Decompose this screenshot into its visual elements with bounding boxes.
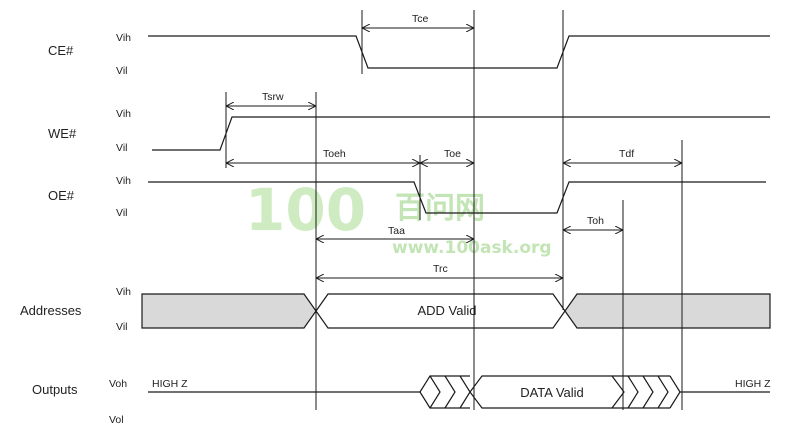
outputs-trans-right-3 (657, 375, 669, 409)
addresses-invalid-left (141, 293, 317, 329)
high-z-left-label: HIGH Z (152, 378, 188, 390)
signal-outputs-label: Outputs (32, 382, 78, 397)
high-z-right-label: HIGH Z (735, 378, 771, 390)
outputs-transition-3 (444, 375, 456, 409)
tce-label: Tce (412, 13, 429, 25)
outputs-transition-1b (419, 391, 440, 409)
out-vol-label: Vol (109, 414, 124, 426)
toe-label: Toe (444, 148, 461, 160)
watermark-chinese: 百问网 (395, 191, 485, 226)
signal-oe-label: OE# (48, 188, 75, 203)
tsrw-label: Tsrw (262, 91, 284, 103)
watermark-url: www.100ask.org (392, 238, 552, 258)
outputs-bus (148, 375, 770, 409)
outputs-trans-right-2 (642, 375, 654, 409)
toeh-label: Toeh (323, 148, 346, 160)
taa-label: Taa (388, 225, 405, 237)
oe-waveform (148, 181, 766, 214)
oe-vih-label: Vih (116, 175, 131, 187)
watermark-digits: 100 (245, 176, 366, 244)
ce-vil-label: Vil (116, 65, 127, 77)
watermark: 100 百问网 www.100ask.org (245, 176, 552, 258)
we-vih-label: Vih (116, 108, 131, 120)
add-valid-label: ADD Valid (417, 303, 476, 318)
signal-we-label: WE# (48, 126, 77, 141)
outputs-data-valid (469, 375, 625, 409)
signal-ce-label: CE# (48, 43, 74, 58)
trc-label: Trc (433, 263, 448, 275)
outputs-transition-4 (459, 375, 471, 409)
we-vil-label: Vil (116, 142, 127, 154)
data-valid-label: DATA Valid (520, 385, 584, 400)
tdf-label: Tdf (619, 148, 634, 160)
we-waveform (152, 116, 770, 151)
addresses-invalid-right (564, 293, 771, 329)
out-voh-label: Voh (109, 378, 127, 390)
outputs-trans-right-1 (627, 375, 639, 409)
addr-vih-label: Vih (116, 286, 131, 298)
oe-vil-label: Vil (116, 207, 127, 219)
outputs-trans-right-close (669, 375, 681, 409)
outputs-transition-2 (429, 375, 441, 409)
ce-waveform (148, 35, 770, 69)
ce-vih-label: Vih (116, 32, 131, 44)
addresses-bus (141, 293, 771, 329)
addr-vil-label: Vil (116, 321, 127, 333)
outputs-transition-1 (419, 375, 440, 393)
signal-addresses-label: Addresses (20, 303, 82, 318)
toh-label: Toh (587, 215, 604, 227)
